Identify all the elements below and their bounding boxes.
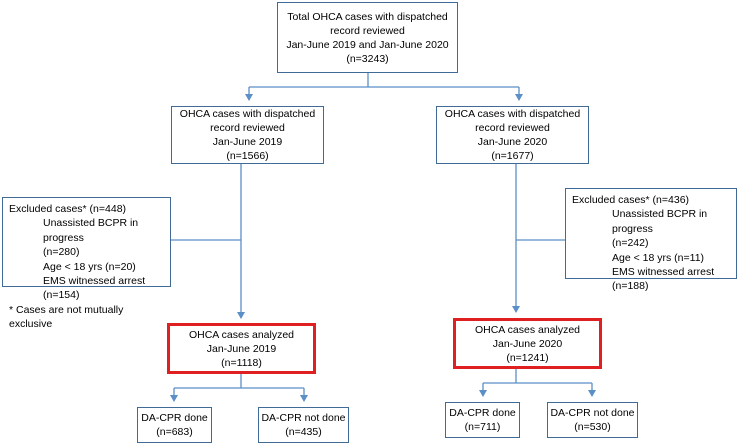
reviewed-2019-count: (n=1566) bbox=[226, 150, 269, 162]
analyzed-2020-title: OHCA cases analyzed bbox=[474, 323, 581, 336]
total-cases-line1: Total OHCA cases with dispatched bbox=[287, 10, 448, 23]
excluded-2019-ems: EMS witnessed arrest (n=154) bbox=[43, 275, 146, 302]
excluded-2020-unassisted: Unassisted BCPR in progress bbox=[612, 208, 708, 235]
dacpr-not-done-2019-count: (n=435) bbox=[285, 426, 322, 438]
reviewed-2019-box: OHCA cases with dispatched record review… bbox=[171, 106, 324, 164]
analyzed-2020-box: OHCA cases analyzed Jan-June 2020 (n=124… bbox=[453, 318, 602, 369]
analyzed-2019-count: (n=1118) bbox=[221, 356, 262, 369]
dacpr-not-done-2020-box: DA-CPR not done (n=530) bbox=[547, 402, 638, 438]
dacpr-not-done-2019-box: DA-CPR not done (n=435) bbox=[258, 407, 349, 443]
reviewed-2020-box: OHCA cases with dispatched record review… bbox=[436, 106, 589, 164]
excluded-2020-ems-count: (n=188) bbox=[612, 280, 649, 293]
dacpr-not-done-2019-label: DA-CPR not done bbox=[261, 412, 346, 424]
excluded-2019-note: * Cases are not mutually exclusive bbox=[9, 303, 124, 331]
reviewed-2020-line1: OHCA cases with dispatched bbox=[444, 108, 581, 120]
analyzed-2019-period: Jan-June 2019 bbox=[206, 342, 277, 355]
excluded-2020-age: Age < 18 yrs (n=11) bbox=[612, 251, 705, 264]
reviewed-2020-period: Jan-June 2020 bbox=[477, 136, 548, 148]
reviewed-2020-line2: record reviewed bbox=[475, 122, 550, 134]
excluded-2019-header: Excluded cases* (n=448) bbox=[9, 203, 127, 215]
analyzed-2020-period: Jan-June 2020 bbox=[492, 337, 563, 350]
total-cases-count: (n=3243) bbox=[346, 52, 389, 65]
total-cases-box: Total OHCA cases with dispatched record … bbox=[277, 2, 458, 73]
excluded-2020-unassisted-count: (n=242) bbox=[612, 237, 649, 250]
excluded-2020-header: Excluded cases* (n=436) bbox=[572, 194, 690, 206]
total-cases-line2: record reviewed bbox=[330, 24, 405, 37]
reviewed-2019-period: Jan-June 2019 bbox=[212, 136, 283, 148]
analyzed-2019-box: OHCA cases analyzed Jan-June 2019 (n=111… bbox=[167, 323, 316, 374]
excluded-2019-box: Excluded cases* (n=448) Unassisted BCPR … bbox=[2, 197, 171, 330]
dacpr-done-2020-label: DA-CPR done bbox=[449, 407, 516, 419]
dacpr-done-2020-box: DA-CPR done (n=711) bbox=[445, 402, 520, 438]
reviewed-2019-line1: OHCA cases with dispatched bbox=[179, 108, 316, 120]
dacpr-done-2019-box: DA-CPR done (n=683) bbox=[137, 407, 212, 443]
dacpr-done-2020-count: (n=711) bbox=[464, 421, 501, 433]
dacpr-done-2019-count: (n=683) bbox=[156, 426, 193, 438]
analyzed-2019-title: OHCA cases analyzed bbox=[188, 328, 295, 341]
dacpr-not-done-2020-count: (n=530) bbox=[574, 421, 611, 433]
analyzed-2020-count: (n=1241) bbox=[506, 351, 549, 364]
excluded-2020-box: Excluded cases* (n=436) Unassisted BCPR … bbox=[565, 188, 737, 292]
dacpr-not-done-2020-label: DA-CPR not done bbox=[550, 407, 635, 419]
excluded-2020-ems: EMS witnessed arrest bbox=[612, 266, 715, 279]
excluded-2019-unassisted: Unassisted BCPR in progress bbox=[43, 217, 139, 244]
reviewed-2020-count: (n=1677) bbox=[491, 150, 534, 162]
excluded-2019-unassisted-count: (n=280) bbox=[43, 246, 80, 259]
total-cases-line3: Jan-June 2019 and Jan-June 2020 bbox=[286, 38, 449, 51]
dacpr-done-2019-label: DA-CPR done bbox=[141, 412, 208, 424]
reviewed-2019-line2: record reviewed bbox=[210, 122, 285, 134]
excluded-2019-age: Age < 18 yrs (n=20) bbox=[43, 260, 136, 273]
